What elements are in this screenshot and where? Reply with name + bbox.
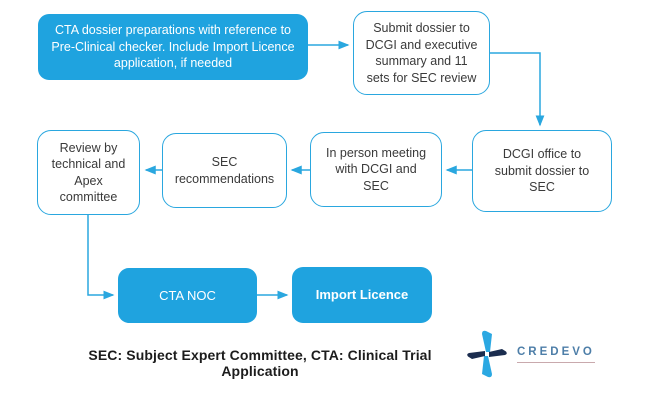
node-label: Submit dossier to DCGI and executive sum… xyxy=(365,21,478,85)
node-cta-dossier-preparations: CTA dossier preparations with reference … xyxy=(38,14,308,80)
node-label: DCGI office to submit dossier to SEC xyxy=(494,147,590,195)
node-label: Review by technical and Apex committee xyxy=(51,140,126,205)
node-label: SEC recommendations xyxy=(174,155,275,186)
abbreviation-legend: SEC: Subject Expert Committee, CTA: Clin… xyxy=(88,347,432,379)
logo-text-wrap: CREDEVO xyxy=(517,346,595,363)
node-cta-noc: CTA NOC xyxy=(118,268,257,323)
node-review-committee: Review by technical and Apex committee xyxy=(37,130,140,215)
node-submit-dossier: Submit dossier to DCGI and executive sum… xyxy=(353,11,490,95)
credevo-logo: CREDEVO xyxy=(466,328,595,380)
logo-wordmark: CREDEVO xyxy=(517,346,595,363)
node-label: CTA NOC xyxy=(159,287,216,303)
node-label: Import Licence xyxy=(315,287,409,303)
node-dcgi-office: DCGI office to submit dossier to SEC xyxy=(472,130,612,212)
arrow-review-to-ctanoc xyxy=(87,215,115,300)
node-in-person-meeting: In person meeting with DCGI and SEC xyxy=(310,132,442,207)
node-label: CTA dossier preparations with reference … xyxy=(51,23,295,71)
node-import-licence: Import Licence xyxy=(292,267,432,323)
node-sec-recommendations: SEC recommendations xyxy=(162,133,287,208)
node-label: In person meeting with DCGI and SEC xyxy=(325,145,427,193)
pinwheel-icon xyxy=(467,330,507,378)
arrow-submit-to-dcgi xyxy=(490,52,545,127)
